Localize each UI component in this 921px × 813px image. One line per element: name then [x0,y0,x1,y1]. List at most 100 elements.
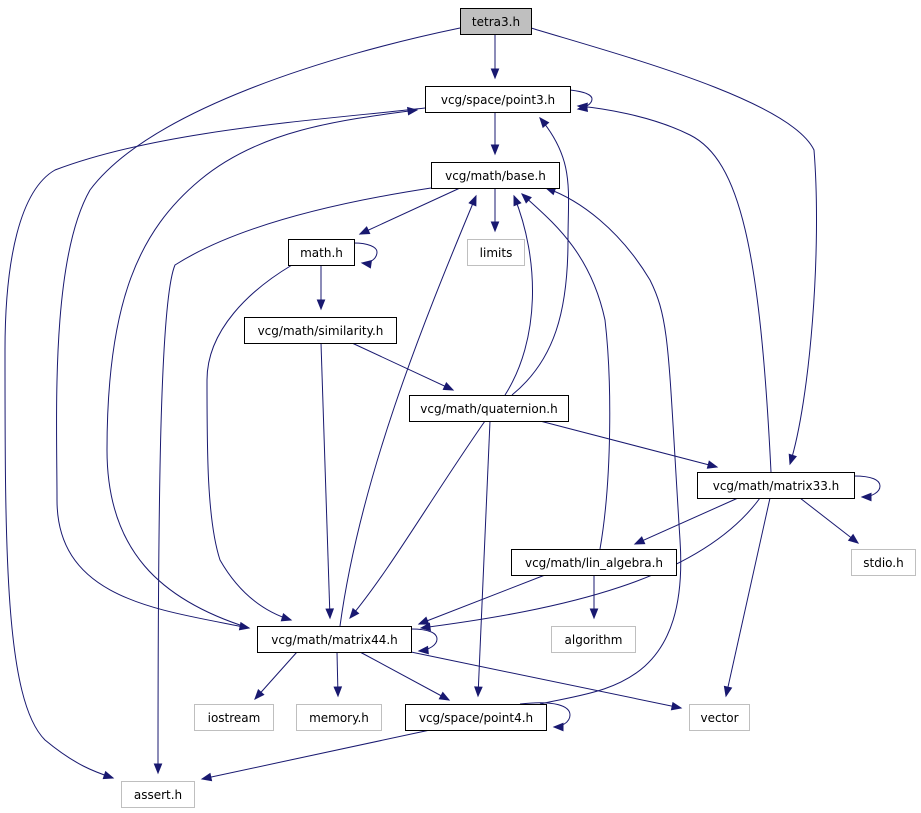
node-label: vector [700,711,738,725]
node-box [551,626,636,653]
node-box [851,549,916,576]
node-label: assert.h [134,788,182,802]
node-linalgebra[interactable]: vcg/math/lin_algebra.h [511,549,677,576]
node-label: vcg/math/lin_algebra.h [525,556,663,570]
edge-line [206,264,293,621]
node-base[interactable]: vcg/math/base.h [431,162,560,189]
arrowhead-icon [490,221,500,233]
node-similarity[interactable]: vcg/math/similarity.h [244,317,397,344]
node-matrix44[interactable]: vcg/math/matrix44.h [257,626,412,653]
edge-base-to-limits [490,188,500,233]
edge-quaternion-to-point4 [474,420,491,698]
arrowhead-icon [521,193,532,204]
node-label: memory.h [309,711,369,725]
edge-linalgebra-to-base [521,193,611,550]
node-memory: memory.h [296,704,382,731]
arrowhead-icon [706,460,719,469]
edges-layer [4,27,881,782]
arrowhead-icon [490,68,500,80]
node-box [697,472,855,499]
arrowhead-icon [419,622,431,632]
node-label: vcg/math/matrix33.h [713,479,840,493]
arrowhead-icon [333,686,343,698]
arrowhead-icon [552,722,564,732]
node-assert: assert.h [121,781,195,808]
node-tetra3[interactable]: tetra3.h [460,8,532,35]
edge-line [4,107,426,779]
arrowhead-icon [358,226,371,235]
edge-matrix44-to-matrix44 [410,628,438,655]
edge-matrix33-to-vector [723,497,771,698]
edge-matrix44-to-iostream [254,651,298,701]
edge-line [349,420,486,619]
edge-line [410,628,438,652]
edge-line [254,651,298,700]
arrowhead-icon [438,691,451,701]
node-box [244,317,397,344]
arrowhead-icon [788,453,797,466]
node-matrix33[interactable]: vcg/math/matrix33.h [697,472,855,499]
edge-similarity-to-quaternion [351,342,455,391]
edge-matrix33-to-linalgebra [633,497,739,545]
arrowhead-icon [417,645,429,655]
node-box [194,704,274,731]
node-label: math.h [300,246,343,260]
node-algorithm: algorithm [551,626,636,653]
edge-point4-to-base [539,187,682,705]
edge-mathh-to-matrix44 [206,264,293,622]
arrowhead-icon [316,299,326,311]
edge-mathh-to-mathh [353,242,378,269]
node-mathh[interactable]: math.h [288,239,355,266]
edge-quaternion-to-matrix33 [539,420,719,469]
arrowhead-icon [723,685,733,698]
node-box [257,626,412,653]
node-label: iostream [208,711,261,725]
arrowhead-icon [325,608,335,620]
node-box [296,704,382,731]
arrowhead-icon [417,616,430,625]
edge-line [351,342,454,391]
node-label: stdio.h [863,556,903,570]
edge-matrix44-to-memory [333,651,343,698]
arrowhead-icon [442,382,455,391]
node-box [405,704,547,731]
node-box [460,8,532,35]
edge-line [504,195,533,396]
node-box [409,395,569,422]
arrowhead-icon [847,533,860,544]
edge-line [410,651,682,709]
edge-matrix33-to-matrix33 [853,475,881,502]
node-iostream: iostream [194,704,274,731]
arrowhead-icon [153,763,163,775]
edge-matrix33-to-stdio [799,497,860,544]
edge-matrix44-to-base [339,194,477,627]
arrowhead-icon [474,686,483,698]
edge-line [530,27,818,465]
edge-point3-to-base [490,112,500,156]
edge-point4-to-assert [200,729,431,782]
arrowhead-icon [360,260,373,269]
edge-line [201,729,431,780]
edge-quaternion-to-base [504,194,533,396]
arrowhead-icon [860,492,872,502]
node-label: limits [480,246,513,260]
edge-matrix33-to-point3 [576,102,772,473]
node-point3[interactable]: vcg/space/point3.h [425,86,571,113]
arrowhead-icon [349,607,360,620]
edge-line [521,193,611,550]
edge-matrix44-to-vector [410,651,683,711]
node-stdio: stdio.h [851,549,916,576]
node-quaternion[interactable]: vcg/math/quaternion.h [409,395,569,422]
node-box [689,704,750,731]
edge-line [539,420,718,468]
edge-mathh-to-similarity [316,265,326,311]
edge-matrix44-to-point4 [359,651,451,701]
arrowhead-icon [576,102,588,112]
node-point4[interactable]: vcg/space/point4.h [405,704,547,731]
edge-line [577,105,772,473]
edge-point3-to-point3 [569,89,593,112]
node-box [288,239,355,266]
arrowhead-icon [589,608,599,620]
edge-similarity-to-matrix44 [320,342,335,620]
node-box [431,162,560,189]
